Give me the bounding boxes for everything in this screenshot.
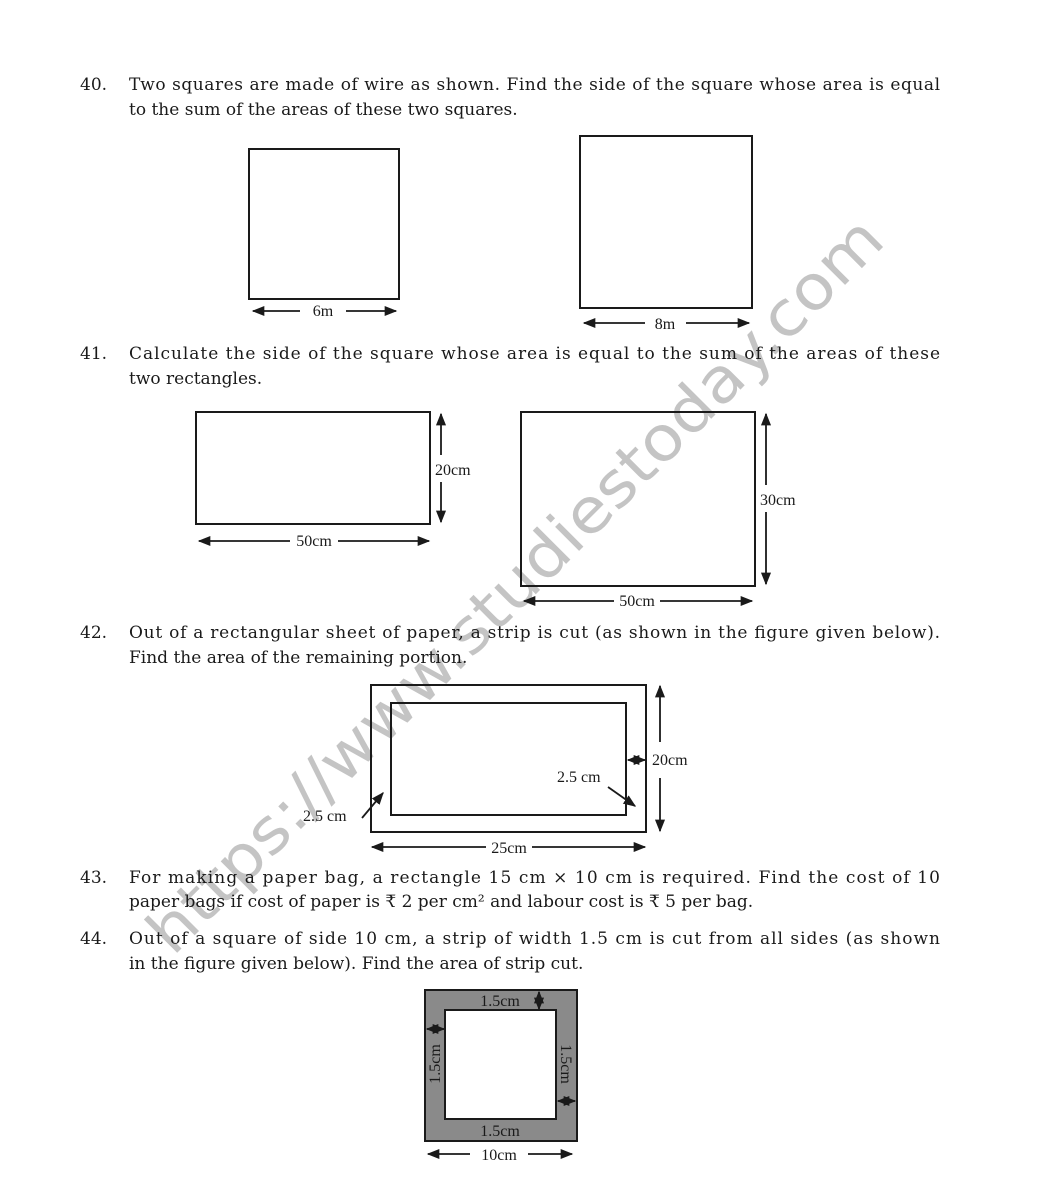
dimension-label: 8m (655, 316, 676, 333)
question-text-line: Out of a square of side 10 cm, a strip o… (129, 929, 940, 949)
inner-square (444, 1009, 557, 1120)
dimension-label: 20cm (435, 462, 471, 479)
question-text-line: For making a paper bag, a rectangle 15 c… (129, 868, 940, 888)
square-8m (579, 135, 753, 309)
question-44: 44. Out of a square of side 10 cm, a str… (80, 929, 940, 1164)
dimension-label: 1.5cm (427, 1044, 444, 1084)
question-number: 44. (80, 929, 107, 949)
question-number: 43. (80, 868, 107, 888)
question-text-line: paper bags if cost of paper is ₹ 2 per c… (129, 892, 753, 912)
question-41: 41. Calculate the side of the square who… (80, 344, 940, 610)
question-number: 42. (80, 623, 107, 643)
dimension-label: 10cm (481, 1147, 517, 1164)
question-text-line: to the sum of the areas of these two squ… (129, 100, 518, 120)
rectangle-50x30 (520, 411, 756, 587)
question-text-line: in the figure given below). Find the are… (129, 954, 583, 974)
question-text-line: Calculate the side of the square whose a… (129, 344, 940, 364)
dimension-label: 2.5 cm (303, 808, 347, 825)
question-43: 43. For making a paper bag, a rectangle … (80, 868, 940, 912)
dimension-label: 20cm (652, 752, 688, 769)
dimension-label: 1.5cm (480, 1123, 520, 1140)
dimension-label: 30cm (760, 492, 796, 509)
dimension-label: 6m (313, 303, 334, 320)
question-40: 40. Two squares are made of wire as show… (80, 75, 940, 333)
pointer-arrow (361, 792, 384, 819)
question-42: 42. Out of a rectangular sheet of paper,… (80, 623, 940, 857)
question-number: 40. (80, 75, 107, 95)
dimension-label: 50cm (296, 533, 332, 550)
dimension-label: 50cm (619, 593, 655, 610)
dimension-label: 2.5 cm (557, 769, 601, 786)
question-text-line: Find the area of the remaining portion. (129, 648, 467, 668)
rectangle-50x20 (195, 411, 431, 525)
pointer-arrow (607, 786, 637, 807)
dimension-label: 1.5cm (557, 1044, 574, 1084)
square-6m (248, 148, 400, 300)
question-text-line: Out of a rectangular sheet of paper, a s… (129, 623, 940, 643)
question-text-line: two rectangles. (129, 369, 262, 389)
question-text-line: Two squares are made of wire as shown. F… (129, 75, 940, 95)
dimension-label: 25cm (491, 840, 527, 857)
dimension-label: 1.5cm (480, 993, 520, 1010)
inner-portion (390, 702, 627, 816)
question-number: 41. (80, 344, 107, 364)
